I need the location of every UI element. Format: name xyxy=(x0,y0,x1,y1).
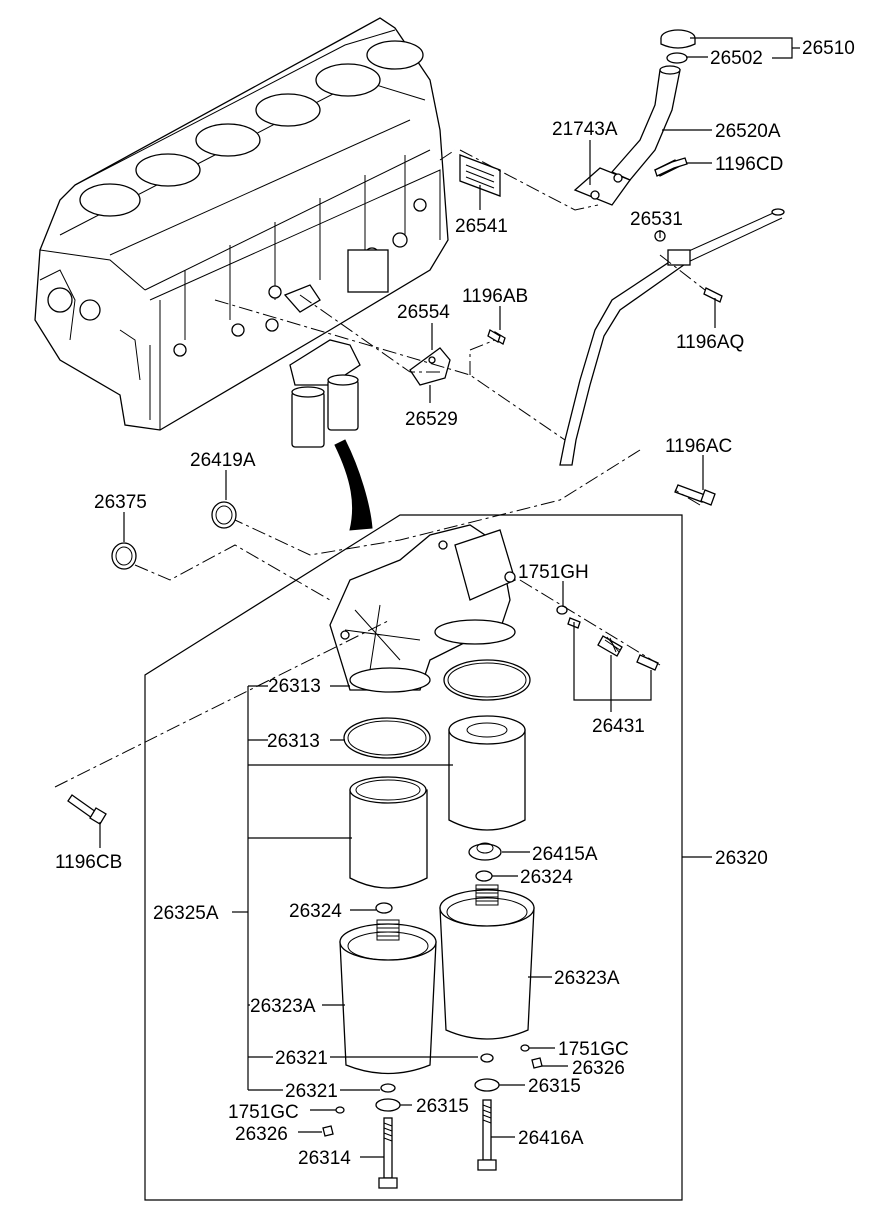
o-ring-26321-right xyxy=(480,1053,494,1063)
oil-filler-tube xyxy=(573,29,696,206)
bolt-1196AB xyxy=(487,329,501,343)
label-1751GC-left: 1751GC xyxy=(228,1102,299,1123)
bolt-1196CD xyxy=(654,157,688,177)
label-1751GC-right: 1751GC xyxy=(558,1039,629,1060)
label-1196AC: 1196AC xyxy=(665,436,732,457)
label-26315-right: 26315 xyxy=(528,1076,581,1097)
label-26321-lower: 26321 xyxy=(285,1081,338,1102)
bolt-1196CB xyxy=(67,794,107,825)
label-26416A: 26416A xyxy=(518,1128,584,1149)
label-21743A: 21743A xyxy=(552,119,618,140)
label-26419A: 26419A xyxy=(190,450,256,471)
center-lines xyxy=(54,149,706,788)
label-26314: 26314 xyxy=(298,1148,351,1169)
label-26320: 26320 xyxy=(715,848,768,869)
center-bolt-26314 xyxy=(378,1117,398,1189)
washer-1751GC-left xyxy=(335,1106,345,1114)
filter-housing-right xyxy=(439,884,535,1040)
label-26529: 26529 xyxy=(405,409,458,430)
label-26323A-left: 26323A xyxy=(250,996,316,1017)
bracket-26529 xyxy=(409,331,506,386)
label-26520A: 26520A xyxy=(715,121,781,142)
washer-26315-left xyxy=(375,1098,401,1112)
label-26323A-right: 26323A xyxy=(554,968,620,989)
dipstick-guide-tube xyxy=(559,208,785,466)
plug-26326-right xyxy=(531,1057,543,1069)
plug-26326-left xyxy=(322,1125,334,1137)
bolt-1196AC xyxy=(674,484,716,506)
label-26325A: 26325A xyxy=(153,903,219,924)
leader-lines xyxy=(99,37,800,1158)
label-1196AQ: 1196AQ xyxy=(676,332,744,353)
label-26313-lower: 26313 xyxy=(267,731,320,752)
label-1751GH: 1751GH xyxy=(518,562,589,583)
o-ring-26321-left xyxy=(380,1083,396,1093)
bypass-valve xyxy=(556,605,659,671)
washer-26324-right xyxy=(475,870,493,882)
detail-frame xyxy=(144,514,683,1201)
label-26313-upper: 26313 xyxy=(268,676,321,697)
label-26554: 26554 xyxy=(397,302,450,323)
label-26326-left: 26326 xyxy=(235,1124,288,1145)
washer-26315-right xyxy=(474,1078,500,1092)
filter-head xyxy=(329,524,516,693)
label-1196CD: 1196CD xyxy=(715,154,783,175)
center-bolt-26416A xyxy=(477,1099,497,1171)
label-1196AB: 1196AB xyxy=(462,286,528,307)
o-ring-upper xyxy=(443,659,531,701)
label-26324-right: 26324 xyxy=(520,867,573,888)
label-26541: 26541 xyxy=(455,216,508,237)
label-26324-left: 26324 xyxy=(289,901,342,922)
washer-26324-left xyxy=(375,902,393,914)
label-26431: 26431 xyxy=(592,716,645,737)
label-26415A: 26415A xyxy=(532,844,598,865)
filter-housing-left xyxy=(339,919,437,1075)
part-labels: 26510 26502 26520A 21743A 1196CD 26541 2… xyxy=(55,38,855,1169)
engine-block xyxy=(34,17,449,431)
label-26510: 26510 xyxy=(802,38,855,59)
o-ring-lower xyxy=(343,717,431,759)
filter-assembly-thumbnail xyxy=(289,339,361,448)
label-26502: 26502 xyxy=(710,48,763,69)
filter-element-left xyxy=(349,776,428,889)
detail-arrow xyxy=(334,439,373,531)
check-valve-26415A xyxy=(468,842,502,861)
label-plate xyxy=(459,154,501,197)
label-26315-left: 26315 xyxy=(416,1096,469,1117)
filter-element-right xyxy=(448,715,526,831)
label-26326-right: 26326 xyxy=(572,1058,625,1079)
label-26321-upper: 26321 xyxy=(275,1048,328,1069)
label-26531: 26531 xyxy=(630,209,683,230)
label-26375: 26375 xyxy=(94,492,147,513)
label-1196CB: 1196CB xyxy=(55,852,122,873)
washer-1751GC-right xyxy=(520,1044,530,1052)
